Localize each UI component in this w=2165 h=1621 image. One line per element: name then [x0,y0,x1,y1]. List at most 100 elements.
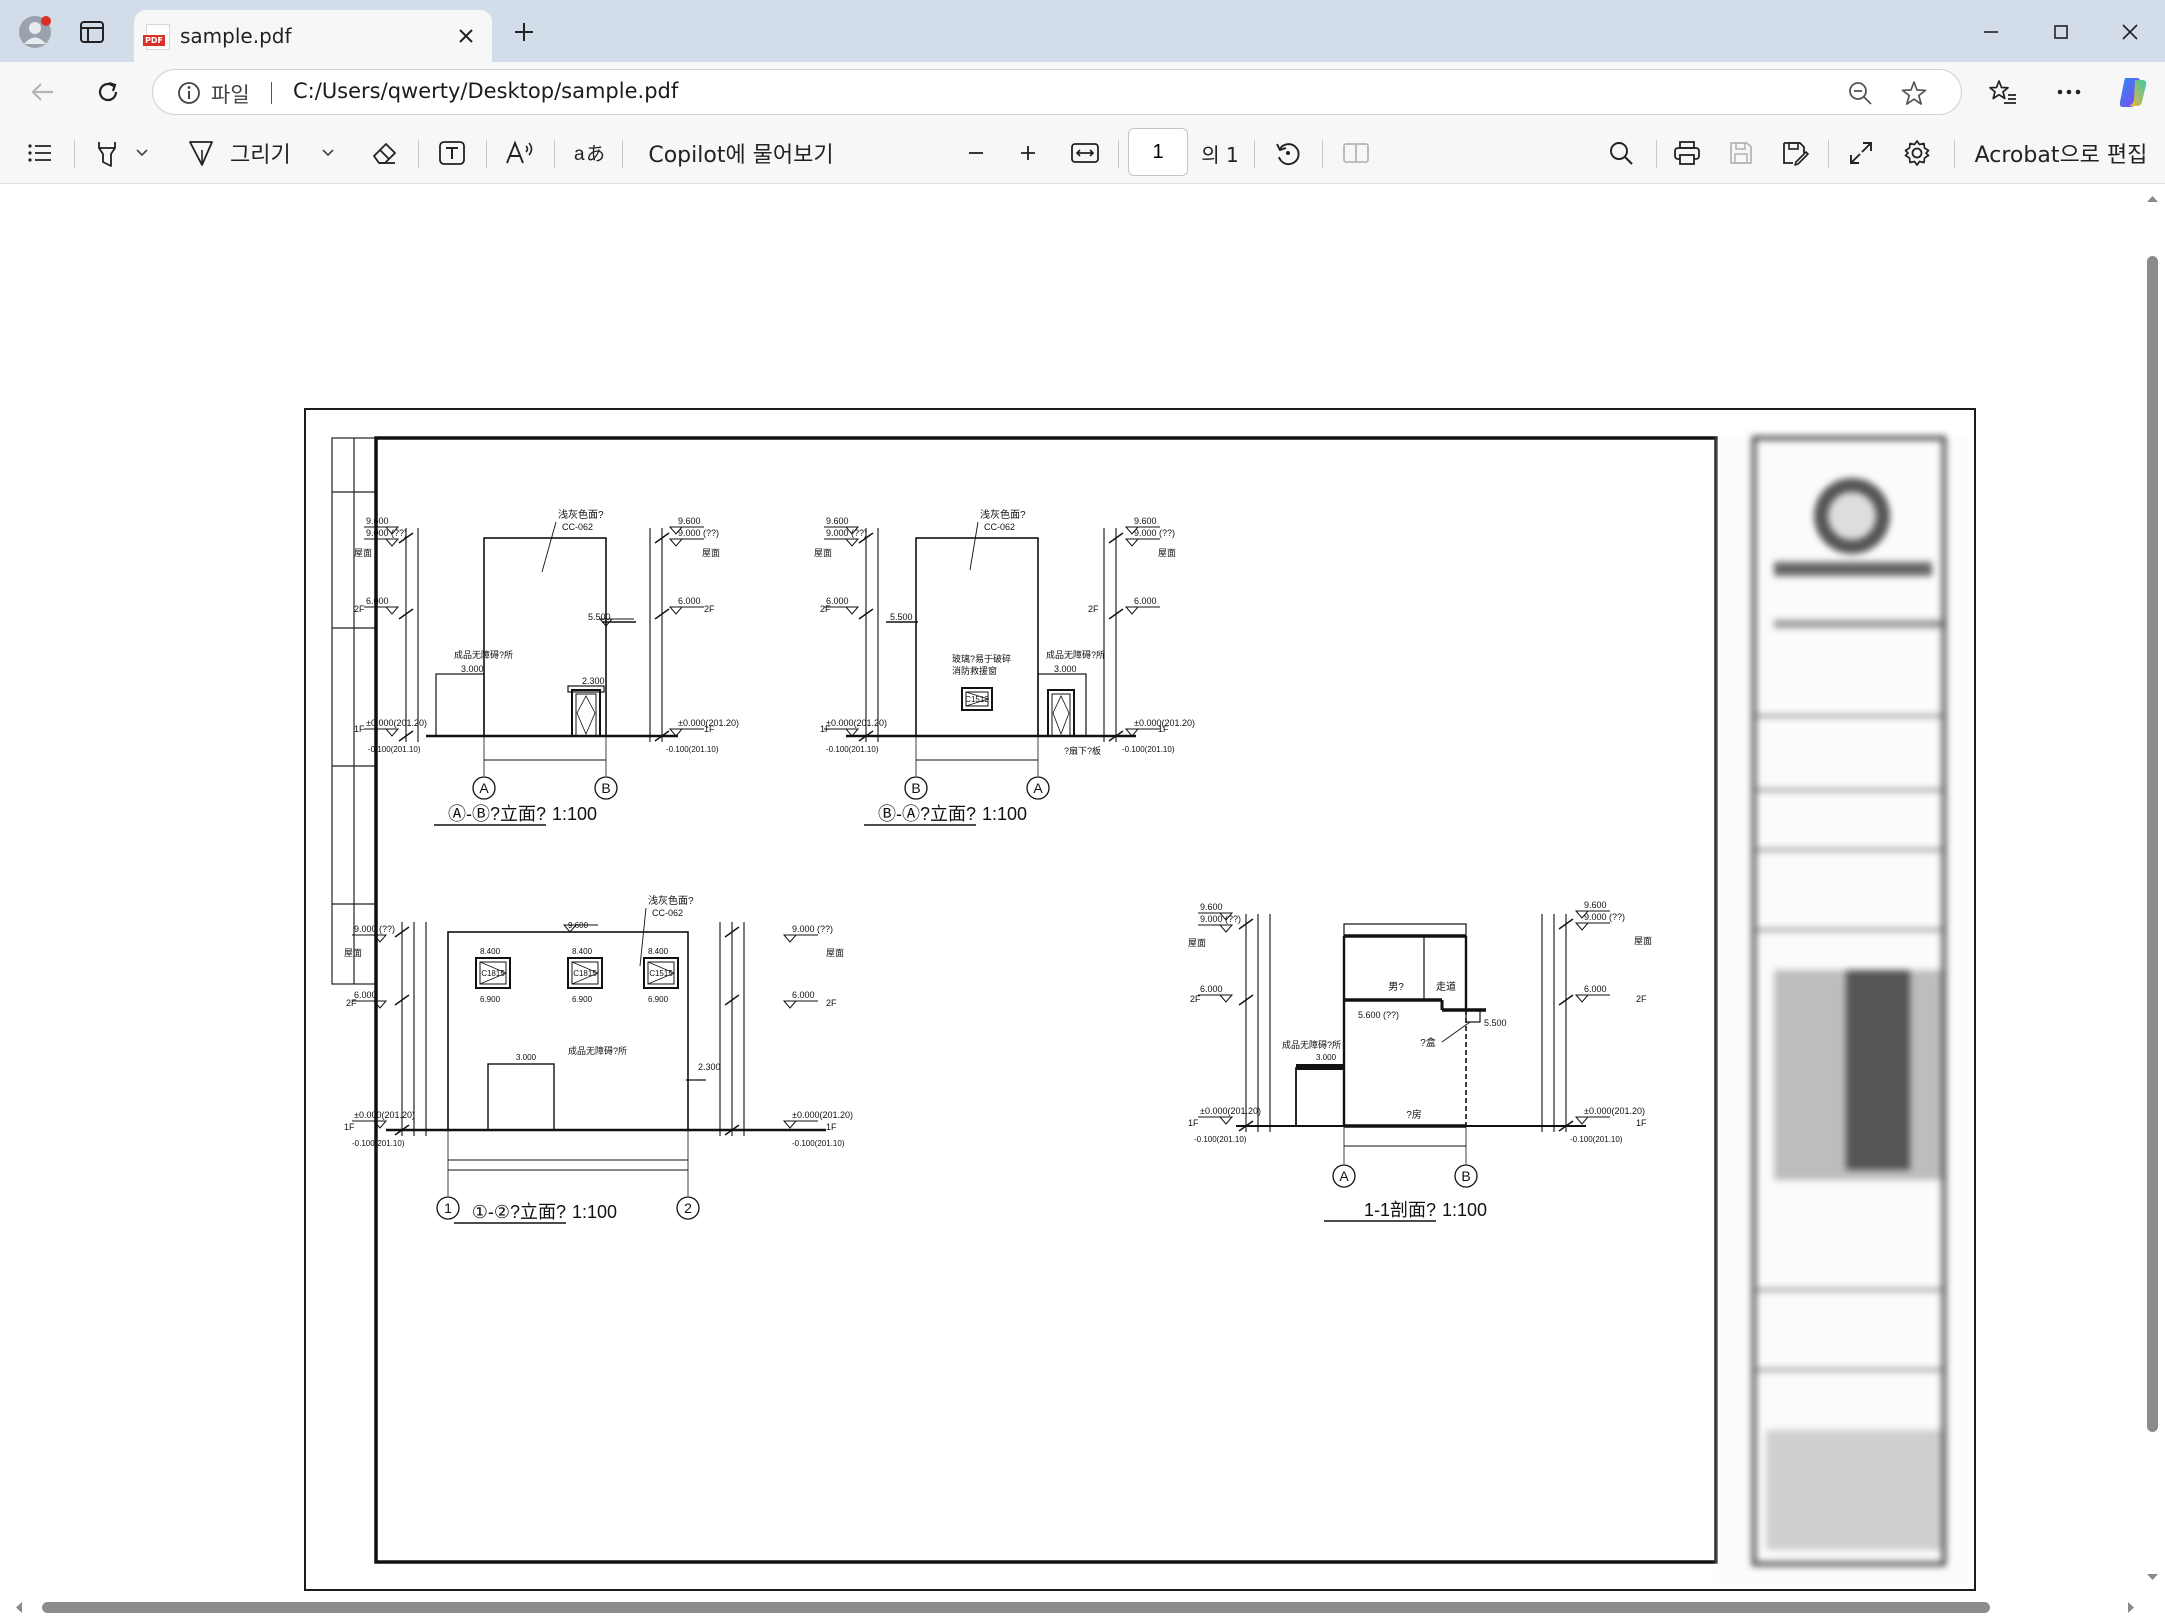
dimension-label: 5.500 [1484,1018,1507,1028]
url-text[interactable]: C:/Users/qwerty/Desktop/sample.pdf [293,79,679,103]
material-note: 浅灰色面? [558,508,604,521]
translate-button[interactable]: a あ [564,131,614,175]
grid-axis-label: B [601,780,610,796]
zoom-in-button[interactable] [1004,131,1052,175]
toolbar-separator [1656,140,1657,168]
door-inner [575,693,597,737]
search-button[interactable] [1598,131,1644,175]
dimension-tick [394,926,410,938]
annex-outline [487,1063,555,1131]
dimension-label: 2F [1636,994,1647,1004]
more-options-button[interactable] [2046,70,2092,114]
minimize-button[interactable] [1966,8,2016,56]
title-block [1719,436,1969,1586]
material-code: CC-062 [562,522,593,532]
copilot-button[interactable] [2110,70,2156,114]
favorite-button[interactable] [1895,74,1933,112]
grid-axis-label: A [1339,1168,1349,1184]
dimension-tick [858,608,874,620]
dimension-tick [1238,1120,1254,1132]
scroll-up-arrow-icon [2147,196,2158,202]
dimension-label: -0.100(201.10) [1194,1135,1247,1144]
highlight-button[interactable] [86,131,156,175]
vertical-scrollbar[interactable] [2140,184,2165,1594]
fit-width-button[interactable] [1060,131,1110,175]
window-opening-line [965,691,990,707]
grid-axis-bubble [1332,1164,1356,1188]
settings-button[interactable] [1894,131,1940,175]
vertical-scroll-thumb [2147,256,2158,1432]
vertical-scrollbar-graphic [2147,196,2158,1580]
print-button[interactable] [1664,131,1710,175]
contents-button[interactable] [18,131,62,175]
erase-button[interactable] [362,131,406,175]
fullscreen-button[interactable] [1838,131,1884,175]
navigation-bar: 파일 C:/Users/qwerty/Desktop/sample.pdf [0,62,2165,122]
window-close-button[interactable] [2105,8,2155,56]
maximize-button[interactable] [2036,8,2086,56]
tab-close-button[interactable] [450,20,482,52]
dimension-label: -0.100(201.10) [826,745,879,754]
view-scale: 1:100 [982,804,1027,824]
pen-icon [189,141,213,166]
tab-actions-button[interactable] [70,12,114,52]
fit-width-icon [1071,143,1099,163]
scroll-right-arrow-icon [2128,1602,2134,1613]
read-aloud-button[interactable] [496,131,544,175]
dimension-label: 屋面 [702,548,720,558]
annex-outline [1037,673,1087,737]
profile-button[interactable] [12,12,58,52]
refresh-button[interactable] [86,70,130,114]
toolbar-separator [486,140,487,168]
dimension-label: 3.000 [461,664,484,674]
tab-sample-pdf[interactable]: PDF sample.pdf [134,10,492,62]
save-as-button[interactable] [1772,131,1818,175]
add-text-button[interactable] [430,131,474,175]
ask-copilot-button[interactable]: Copilot에 물어보기 [636,131,846,175]
grid-axis-bubble [676,1196,700,1220]
plus-icon [1021,146,1035,160]
horizontal-scrollbar[interactable] [10,1594,2140,1621]
tab-title: sample.pdf [180,24,292,48]
draw-button[interactable]: 그리기 [186,131,346,175]
edit-in-acrobat-label: Acrobat으로 편집 [1974,143,2148,168]
dimension-label: 2.300 [698,1062,721,1072]
equipment-note: 成品无障碍?所 [568,1045,627,1056]
dimension-tick [398,608,414,620]
new-tab-button[interactable] [504,14,544,50]
zoom-out-address-button[interactable] [1841,74,1879,112]
eraser-icon [373,143,396,164]
rotate-button[interactable] [1264,131,1312,175]
horizontal-scrollbar-graphic [16,1602,2134,1613]
favorites-button[interactable] [1980,70,2026,114]
level-label: 9.000 (??) [678,528,719,538]
level-marker [1124,538,1140,547]
grid-axis-bubble [594,776,618,800]
dimension-label: 2F [826,998,837,1008]
dimension-tick [654,730,670,742]
ask-copilot-label: Copilot에 물어보기 [648,143,834,168]
level-marker [384,606,400,615]
material-code: CC-062 [984,522,1015,532]
minus-icon [969,152,983,154]
address-bar[interactable]: 파일 C:/Users/qwerty/Desktop/sample.pdf [152,69,1962,115]
edit-in-acrobat-button[interactable]: Acrobat으로 편집 [1964,131,2158,175]
dimension-tick [1238,918,1254,930]
zoom-out-button[interactable] [952,131,1000,175]
material-code: CC-062 [652,908,683,918]
door-inner [1051,693,1071,737]
save-button[interactable] [1718,131,1764,175]
annex-section [1295,1067,1345,1127]
leader-line [1441,1021,1471,1043]
level-marker [1124,606,1140,615]
window-opening-line [647,961,676,985]
back-button[interactable] [20,70,64,114]
level-label: 9.000 (??) [826,528,867,538]
equipment-note: 成品无障碍?所 [1046,649,1105,660]
page-view-button[interactable] [1332,131,1380,175]
dimension-tick [724,994,740,1006]
dimension-tick [398,730,414,742]
page-number-input[interactable] [1128,128,1188,176]
room-label: 男? [1388,981,1404,993]
